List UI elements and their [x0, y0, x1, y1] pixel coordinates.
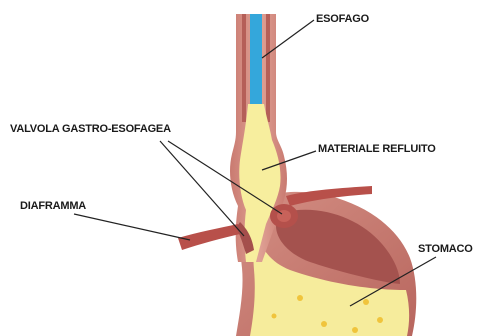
reflux-column: [250, 14, 262, 110]
label-diaphragm: DIAFRAMMA: [20, 200, 86, 213]
esophagus-stripe-right: [266, 14, 270, 122]
label-refluxed-material: MATERIALE REFLUITO: [318, 143, 436, 156]
label-stomach: STOMACO: [418, 243, 473, 256]
label-esophagus: ESOFAGO: [316, 13, 369, 26]
leader-diaframma: [74, 214, 190, 240]
label-gastroesophageal-valve: VALVOLA GASTRO-ESOFAGEA: [10, 123, 171, 136]
leader-valvola-1: [160, 141, 244, 236]
diaphragm-left: [178, 224, 240, 250]
esophagus-stripe-left: [242, 14, 246, 122]
